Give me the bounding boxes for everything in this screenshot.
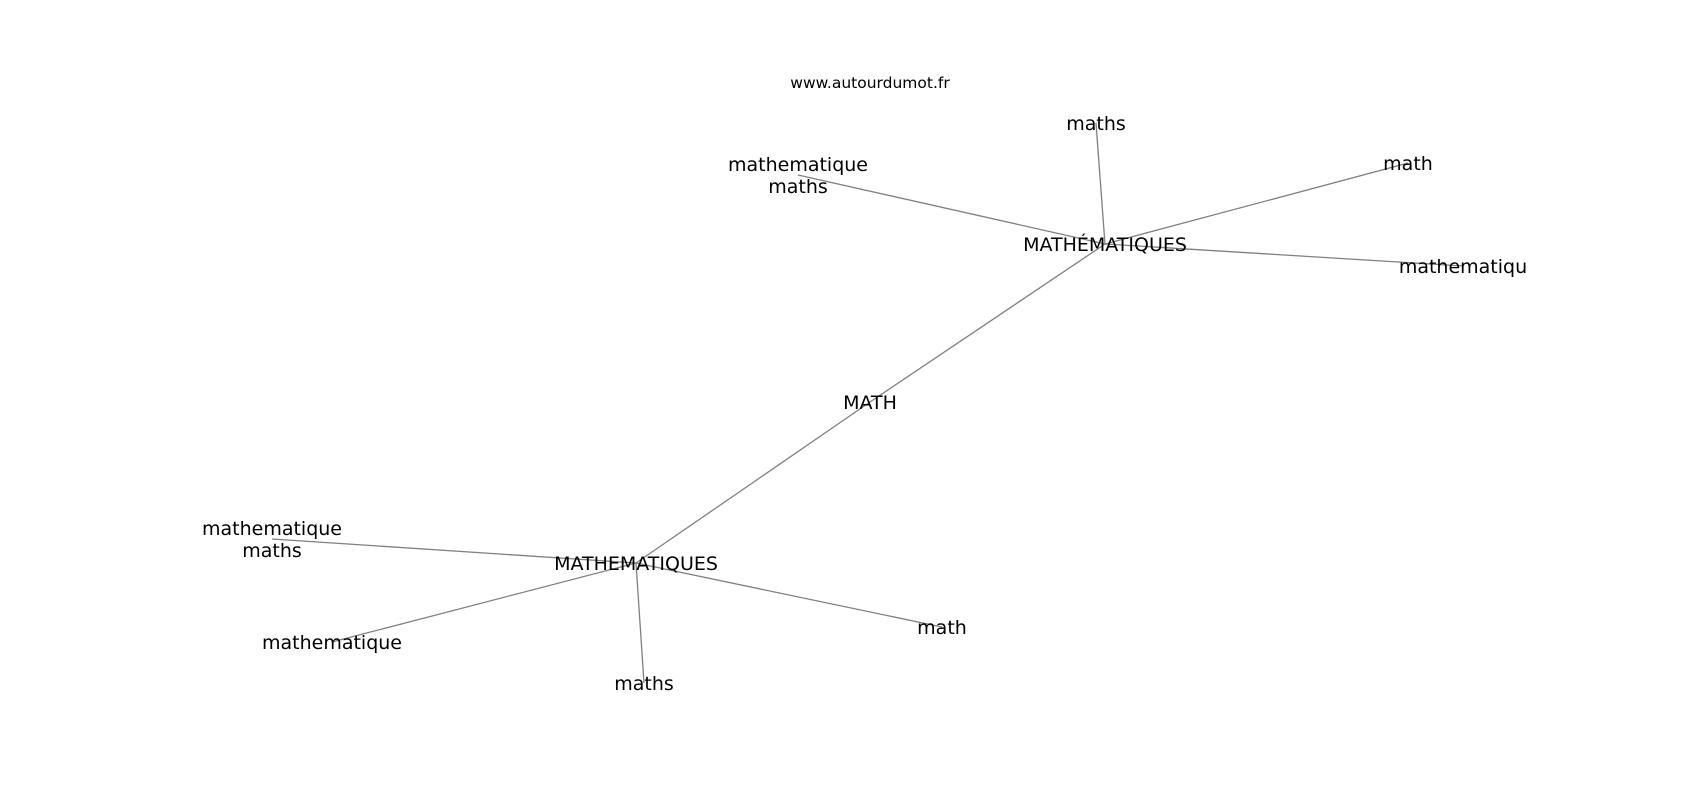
edge-leaf-3 bbox=[1104, 243, 1464, 267]
node-leaf-math[interactable]: math bbox=[1383, 153, 1433, 175]
edges-group bbox=[271, 122, 1464, 684]
edge-leaf-1 bbox=[1104, 162, 1409, 245]
node-math[interactable]: MATH bbox=[843, 392, 897, 414]
node-leaf-mathematique-maths-line-0: mathematique bbox=[728, 154, 868, 176]
node-leaf-mathematique-maths-line-1: maths bbox=[242, 540, 302, 562]
node-leaf-mathematiqu-line-0: mathematiqu bbox=[1399, 256, 1527, 278]
edge-leaf-2 bbox=[797, 174, 1106, 245]
node-leaf-maths[interactable]: maths bbox=[1066, 113, 1126, 135]
node-leaf-mathematiqu[interactable]: mathematiqu bbox=[1399, 256, 1527, 278]
edge-leaf-0 bbox=[1095, 122, 1106, 245]
edge-leaf-5 bbox=[331, 562, 637, 643]
node-leaf-math-line-0: math bbox=[917, 617, 967, 639]
node-leaf-maths-line-0: maths bbox=[614, 673, 674, 695]
node-mathematiques-line-0: MATHEMATIQUES bbox=[554, 553, 718, 575]
edge-leaf-4 bbox=[271, 538, 637, 564]
node-leaf-maths[interactable]: maths bbox=[614, 673, 674, 695]
node-mathematiques-accent[interactable]: MATHÉMATIQUES bbox=[1023, 233, 1187, 256]
node-leaf-math[interactable]: math bbox=[917, 617, 967, 639]
node-mathematiques[interactable]: MATHEMATIQUES bbox=[554, 553, 718, 575]
node-leaf-maths-line-0: maths bbox=[1066, 113, 1126, 135]
node-leaf-mathematique-maths-line-1: maths bbox=[768, 176, 828, 198]
node-leaf-mathematique-maths-line-0: mathematique bbox=[202, 518, 342, 540]
nodes-group: MATH MATHÉMATIQUES MATHEMATIQUES maths math m… bbox=[202, 113, 1527, 695]
node-leaf-math-line-0: math bbox=[1383, 153, 1433, 175]
edge-leaf-6 bbox=[635, 562, 645, 684]
edge-math-to-mathematiques-accent bbox=[869, 243, 1106, 403]
watermark-text: www.autourdumot.fr bbox=[790, 74, 950, 92]
node-leaf-mathematique-line-0: mathematique bbox=[262, 632, 402, 654]
node-leaf-mathematique[interactable]: mathematique bbox=[262, 632, 402, 654]
edge-leaf-7 bbox=[635, 562, 943, 628]
node-mathematiques-accent-line-0: MATHÉMATIQUES bbox=[1023, 233, 1187, 256]
edge-math-to-mathematiques bbox=[635, 401, 871, 564]
node-math-line-0: MATH bbox=[843, 392, 897, 414]
